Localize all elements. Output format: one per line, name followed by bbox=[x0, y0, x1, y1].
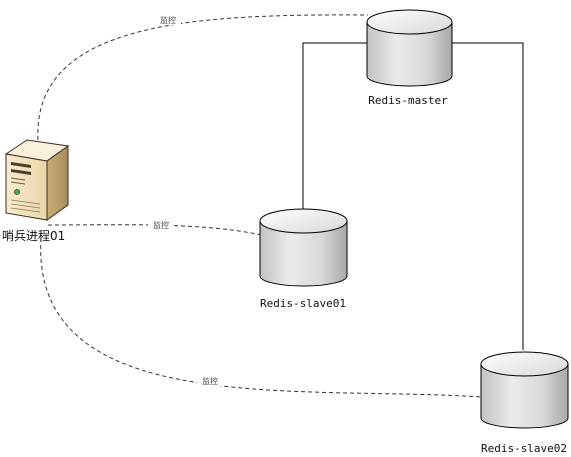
replication-links bbox=[302, 42, 524, 350]
redis-master-label: Redis-master bbox=[368, 94, 448, 107]
sentinel-node[interactable]: 哨兵进程01 bbox=[2, 139, 70, 243]
monitor-link-slave02 bbox=[40, 237, 483, 398]
sentinel-label: 哨兵进程01 bbox=[2, 228, 65, 243]
monitor-label-slave01-group: 监控 bbox=[148, 219, 174, 230]
monitor-label-master: 监控 bbox=[160, 15, 176, 25]
monitor-label-slave01: 监控 bbox=[153, 220, 169, 230]
server-tower-icon bbox=[4, 139, 70, 221]
database-cylinder-icon bbox=[366, 9, 453, 87]
monitor-link-slave01 bbox=[47, 224, 263, 236]
database-cylinder-icon bbox=[480, 351, 569, 429]
redis-master-node[interactable]: Redis-master bbox=[366, 9, 453, 107]
replication-link-master-slave01 bbox=[302, 42, 367, 210]
redis-slave02-label: Redis-slave02 bbox=[481, 442, 567, 455]
replication-link-master-slave02 bbox=[452, 42, 524, 350]
redis-slave01-label: Redis-slave01 bbox=[260, 297, 346, 310]
monitor-label-master-group: 监控 bbox=[155, 14, 181, 25]
redis-slave02-node[interactable]: Redis-slave02 bbox=[480, 351, 569, 455]
monitor-link-master bbox=[37, 14, 369, 141]
database-cylinder-icon bbox=[259, 208, 348, 287]
redis-slave01-node[interactable]: Redis-slave01 bbox=[259, 208, 348, 310]
monitor-links bbox=[37, 14, 483, 398]
monitor-label-slave02: 监控 bbox=[202, 376, 218, 386]
monitor-label-slave02-group: 监控 bbox=[197, 375, 223, 386]
